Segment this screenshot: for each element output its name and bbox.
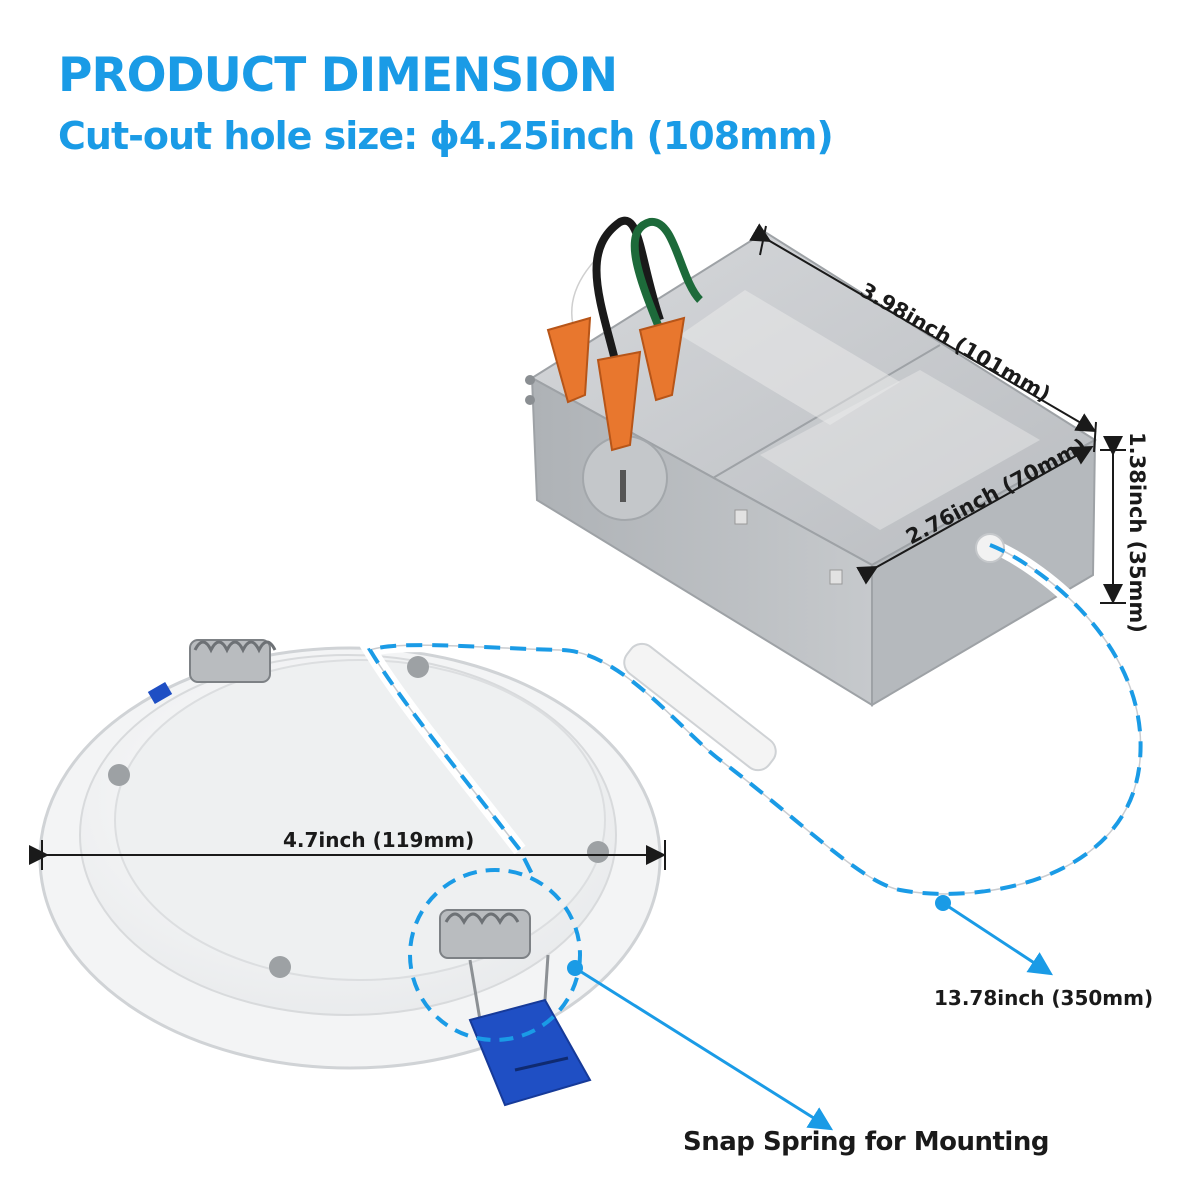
cable-length-label: 13.78inch (350mm) <box>934 986 1154 1010</box>
wire-nut-icon <box>546 316 686 452</box>
page-title: PRODUCT DIMENSION <box>58 48 618 103</box>
spring-callout-arrow <box>574 966 834 1131</box>
box-height-label: 1.38inch (35mm) <box>1125 432 1149 633</box>
junction-box <box>525 230 1097 707</box>
light-diameter-label: 4.7inch (119mm) <box>283 828 475 852</box>
cable-connector-icon <box>623 642 777 772</box>
snap-spring-label: Snap Spring for Mounting <box>683 1127 1049 1157</box>
snap-spring-icon <box>439 909 592 1107</box>
cutout-size-subtitle: Cut-out hole size: ϕ4.25inch (108mm) <box>58 114 834 158</box>
cable-length-path <box>367 543 1143 896</box>
spring-callout-circle <box>408 868 582 1042</box>
dimension-lines <box>29 223 1126 870</box>
cable-callout-arrow <box>942 901 1054 976</box>
